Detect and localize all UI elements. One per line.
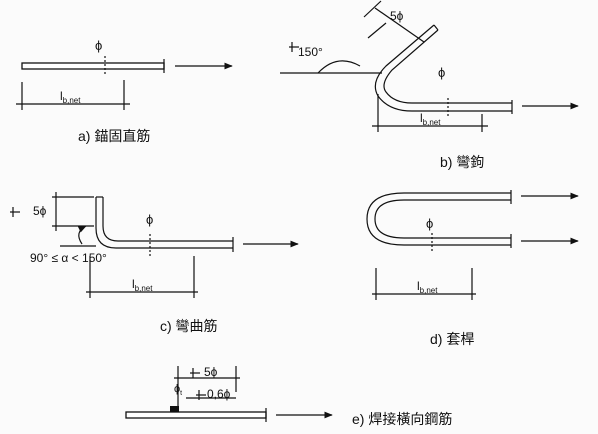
- bar-diameter-label: ϕ: [146, 212, 153, 227]
- transverse-diameter-label: ϕt: [174, 383, 182, 397]
- diagram-b-hook: 150° ϕ 5ϕ lb,net b) 彎鉤: [280, 0, 579, 170]
- length-label: lb,net: [60, 89, 81, 105]
- bent-rebar-inner: [102, 197, 233, 242]
- bar-diameter-label: ϕ: [426, 216, 433, 231]
- caption-a: a) 錨固直筋: [78, 128, 150, 144]
- bend-dim-tick-b: [367, 22, 387, 39]
- welded-transverse-bar: [170, 406, 179, 412]
- loop-rebar-outer: [366, 192, 511, 246]
- rebar-shape: [125, 411, 267, 419]
- caption-e: e) 焊接橫向鋼筋: [352, 411, 452, 427]
- bar-diameter-label: ϕ: [95, 38, 102, 53]
- hook-rebar-outer: [383, 29, 512, 104]
- offset-label: 0,6ϕ: [207, 387, 231, 401]
- bend-dim-tick-a: [363, 0, 382, 18]
- angle-arc: [317, 60, 361, 74]
- height-label: 5ϕ: [33, 204, 47, 218]
- diagram-e-welded-transverse: 5ϕ 0,6ϕ ϕt e) 焊接橫向鋼筋: [125, 365, 452, 427]
- loop-rebar-inner: [374, 199, 511, 239]
- angle-arc-arrow: [77, 225, 87, 245]
- bar-diameter-label: ϕ: [438, 65, 445, 80]
- diagram-c-bent-bar: ϕ 5ϕ 90° ≤ α < 150° lb,net c) 彎曲筋: [10, 192, 299, 334]
- length-label: lb,net: [132, 277, 153, 293]
- caption-d: d) 套桿: [430, 331, 474, 347]
- angle-label: 150°: [298, 45, 323, 59]
- bend-length-label: 5ϕ: [390, 9, 404, 23]
- length-label: lb,net: [417, 279, 438, 295]
- rebar-shape: [21, 62, 165, 70]
- caption-c: c) 彎曲筋: [160, 318, 218, 334]
- bent-rebar-outer: [95, 197, 233, 249]
- spacing-label: 5ϕ: [204, 365, 218, 379]
- diagram-a-straight-bar: ϕ lb,net a) 錨固直筋: [16, 38, 233, 144]
- hook-end-cap: [433, 24, 439, 31]
- diagram-d-loop: ϕ lb,net d) 套桿: [366, 190, 579, 347]
- length-label: lb,net: [420, 111, 441, 127]
- angle-range-label: 90° ≤ α < 150°: [30, 251, 107, 265]
- bend-dim-line: [374, 7, 425, 43]
- caption-b: b) 彎鉤: [440, 154, 484, 170]
